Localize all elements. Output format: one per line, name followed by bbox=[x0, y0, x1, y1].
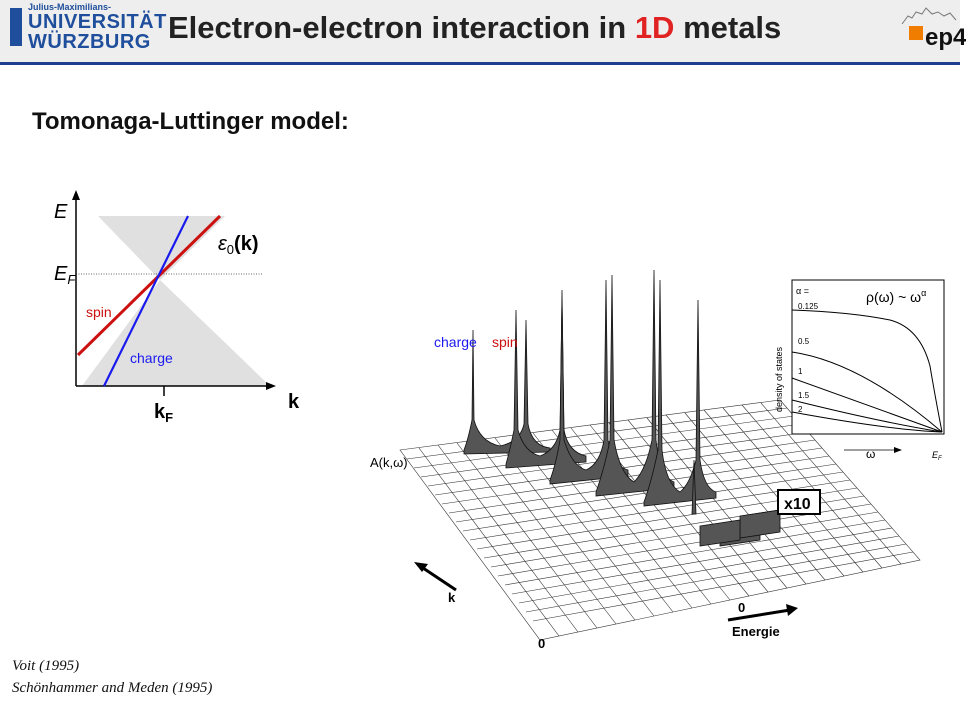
inset-alpha-2: 1 bbox=[798, 367, 803, 376]
density-of-states-inset: α = 0.125 0.5 1 1.5 2 ρ(ω) ~ ωα density … bbox=[774, 279, 945, 462]
dos-curve-1 bbox=[791, 377, 943, 433]
university-logo-mark bbox=[10, 8, 22, 46]
energy-direction-arrowhead bbox=[786, 604, 798, 616]
axis-ef-label: EF bbox=[54, 263, 76, 287]
k-direction-arrowhead bbox=[414, 562, 428, 572]
axis-e-label: E bbox=[54, 201, 68, 223]
spectral-zero-e-label: 0 bbox=[738, 600, 745, 615]
continuum-shade bbox=[82, 216, 270, 386]
header-divider bbox=[0, 62, 960, 65]
spin-dispersion-line bbox=[76, 214, 222, 357]
spectral-energy-label: Energie bbox=[732, 624, 780, 639]
inset-ylabel: density of states bbox=[774, 346, 784, 412]
spectral-zero-k-label: 0 bbox=[538, 636, 545, 651]
inset-alpha-eq: α = bbox=[796, 286, 809, 296]
k-axis-label: k bbox=[288, 391, 300, 413]
university-logo-line2: WÜRZBURG bbox=[28, 31, 151, 53]
charge-dispersion-line bbox=[103, 215, 189, 387]
header-bar bbox=[0, 0, 960, 62]
spectral-charge-label: charge bbox=[434, 334, 477, 350]
inset-alpha-0: 0.125 bbox=[798, 302, 819, 311]
university-logo-line1: UNIVERSITÄT bbox=[28, 11, 167, 33]
reference-voit: Voit (1995) bbox=[12, 658, 80, 674]
subtitle: Tomonaga-Luttinger model: bbox=[32, 108, 349, 135]
energy-direction-arrow bbox=[727, 608, 791, 622]
spectral-axis-label: A(k,ω) bbox=[370, 455, 408, 470]
university-logo-small-text: Julius-Maximilians- bbox=[28, 2, 112, 12]
ep4-logo-text: ep4 bbox=[925, 24, 966, 51]
inset-x-arrowhead bbox=[894, 447, 902, 453]
slide-title: Electron-electron interaction in 1D meta… bbox=[168, 10, 781, 46]
inset-formula: ρ(ω) ~ ωα bbox=[866, 288, 926, 305]
dos-curve-2 bbox=[791, 411, 943, 433]
inset-alpha-3: 1.5 bbox=[798, 391, 810, 400]
dos-curve-1.5 bbox=[791, 399, 943, 433]
spectral-spin-label: spin bbox=[492, 334, 518, 350]
skyline-icon bbox=[901, 7, 957, 25]
inset-x-mark: EF bbox=[932, 450, 942, 462]
spin-label: spin bbox=[86, 304, 112, 320]
energy-axis-arrow bbox=[72, 190, 80, 200]
spectral-peaks bbox=[463, 269, 781, 547]
ep4-logo-square bbox=[909, 26, 923, 40]
k-direction-arrow bbox=[419, 564, 457, 592]
scale-box bbox=[777, 489, 821, 515]
title-prefix: Electron-electron interaction in bbox=[168, 10, 635, 45]
k-axis-arrow bbox=[266, 382, 276, 390]
reference-schoenhammer-meden: Schönhammer and Meden (1995) bbox=[12, 680, 213, 696]
spectral-k-label: k bbox=[448, 590, 456, 605]
title-suffix: metals bbox=[674, 10, 782, 45]
dos-curve-0.125 bbox=[791, 309, 943, 433]
inset-alpha-4: 2 bbox=[798, 405, 803, 414]
spectral-function-plot: charge spin A(k,ω) x10 k 0 0 Energie bbox=[370, 269, 921, 651]
dispersion-label: ε0(k) bbox=[218, 233, 258, 257]
kf-label: kF bbox=[154, 401, 173, 425]
charge-label: charge bbox=[130, 350, 173, 366]
inset-xlabel: ω bbox=[866, 447, 875, 461]
dispersion-diagram: E EF ε0(k) spin charge k kF bbox=[54, 190, 300, 425]
dos-curve-0.5 bbox=[791, 351, 943, 433]
title-highlight: 1D bbox=[634, 10, 675, 45]
inset-frame bbox=[791, 279, 945, 435]
scale-box-label: x10 bbox=[784, 496, 811, 513]
inset-alpha-1: 0.5 bbox=[798, 337, 810, 346]
